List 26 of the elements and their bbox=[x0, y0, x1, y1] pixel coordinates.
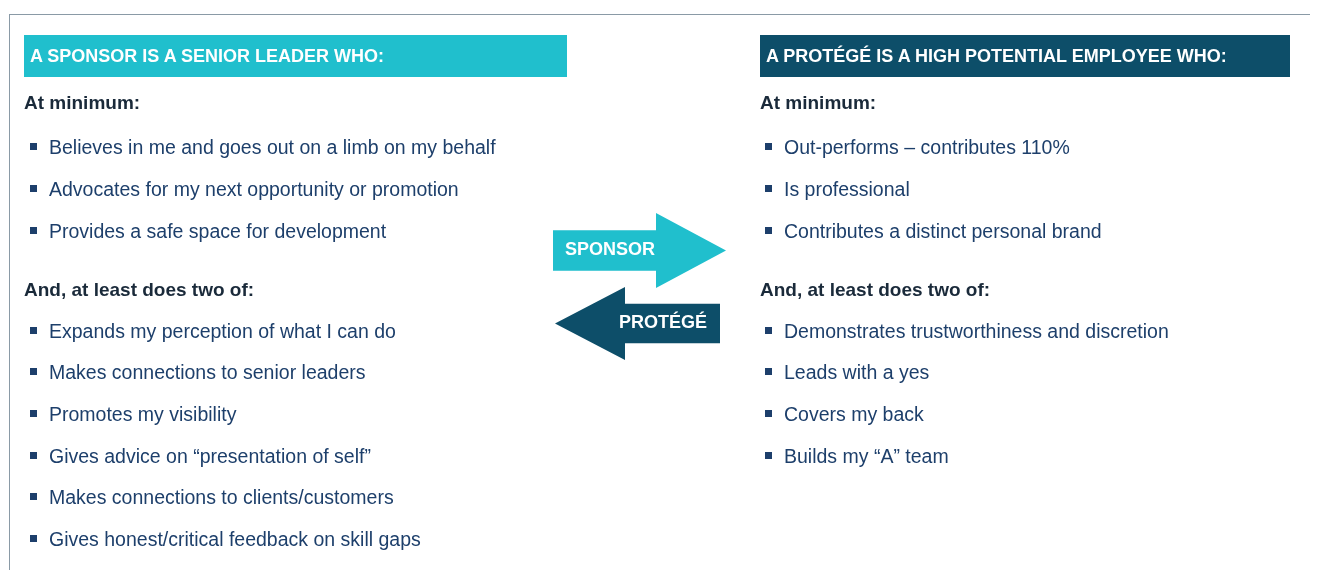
subheading: At minimum: bbox=[760, 91, 877, 115]
bullet-item: Provides a safe space for development bbox=[30, 218, 387, 244]
bullet-item: Builds my “A” team bbox=[765, 443, 949, 469]
header-band: A SPONSOR IS A SENIOR LEADER WHO: bbox=[24, 35, 567, 77]
left-block-arrow bbox=[555, 287, 720, 360]
bullet-item: Believes in me and goes out on a limb on my behalf bbox=[30, 134, 496, 160]
bullet-item: Expands my perception of what I can do bbox=[30, 318, 396, 344]
bullet-item: Is professional bbox=[765, 176, 910, 202]
bullet-item: Contributes a distinct personal brand bbox=[765, 218, 1102, 244]
bullet-item: Demonstrates trustworthiness and discretion bbox=[765, 318, 1169, 344]
bullet-item: Gives advice on “presentation of self” bbox=[30, 443, 371, 469]
bullet-item: Makes connections to senior leaders bbox=[30, 359, 366, 385]
subheading: And, at least does two of: bbox=[760, 278, 991, 302]
bullet-item: Gives honest/critical feedback on skill gaps bbox=[30, 526, 421, 552]
bullet-item: Promotes my visibility bbox=[30, 401, 237, 427]
right-block-arrow bbox=[553, 213, 726, 288]
bullet-item: Leads with a yes bbox=[765, 359, 930, 385]
arrow-label: PROTÉGÉ bbox=[619, 312, 707, 333]
bullet-item: Advocates for my next opportunity or promotion bbox=[30, 176, 459, 202]
arrow-label: SPONSOR bbox=[565, 239, 656, 260]
subheading: At minimum: bbox=[24, 91, 141, 115]
bullet-item: Covers my back bbox=[765, 401, 924, 427]
bullet-item: Out-performs – contributes 110% bbox=[765, 134, 1070, 160]
bullet-item: Makes connections to clients/customers bbox=[30, 484, 394, 510]
subheading: And, at least does two of: bbox=[24, 278, 255, 302]
header-band: A PROTÉGÉ IS A HIGH POTENTIAL EMPLOYEE WHO: bbox=[760, 35, 1290, 77]
